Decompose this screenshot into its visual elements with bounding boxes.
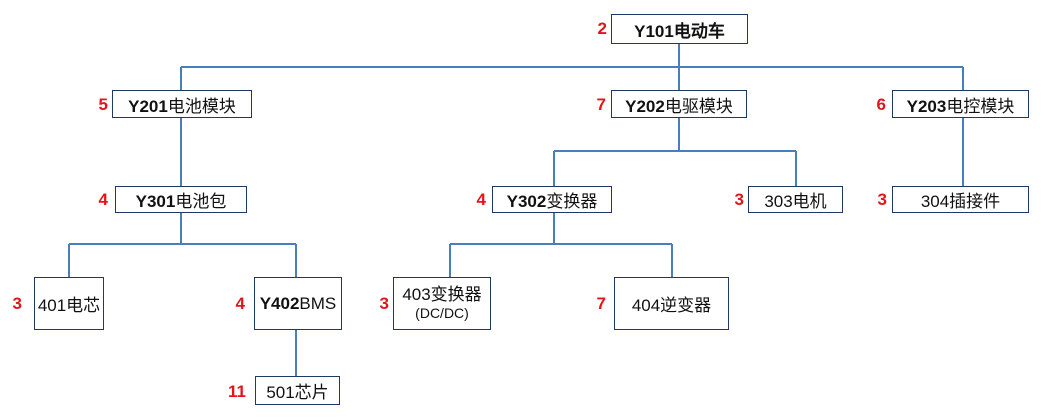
node-403[interactable]: 403变换器 (DC/DC) [393,277,491,330]
node-label: 304插接件 [920,192,1001,211]
node-name: 电动车 [673,21,725,41]
node-label: 404逆变器 [631,296,712,315]
count-304: 3 [877,190,887,209]
count-y402: 4 [235,294,245,313]
node-code: Y302 [506,192,547,211]
count-303: 3 [734,190,744,209]
count-y203: 6 [876,95,886,114]
node-name: 电池模块 [167,96,236,116]
node-name: 电池包 [175,192,227,211]
node-label: 303电机 [764,192,827,211]
node-y302[interactable]: Y302变换器 [492,186,612,213]
node-303[interactable]: 303电机 [748,186,843,213]
count-404: 7 [596,294,606,313]
node-code: Y202 [625,96,665,116]
node-name: BMS [299,293,337,313]
node-code: Y402 [259,293,300,313]
node-name: 变换器 [546,192,598,211]
count-y101: 2 [597,19,607,38]
node-y101[interactable]: Y101电动车 [611,14,748,44]
node-label: 403变换器 [402,284,482,304]
count-y202: 7 [596,95,606,114]
count-y302: 4 [476,190,486,209]
node-name: 电驱模块 [664,96,733,116]
count-y201: 5 [98,95,108,114]
count-403: 3 [379,294,389,313]
node-404[interactable]: 404逆变器 [614,277,729,330]
node-code: Y101 [634,21,674,41]
node-label: 401电芯 [37,296,101,315]
node-y202[interactable]: Y202电驱模块 [611,90,747,118]
node-code: Y203 [906,96,947,116]
node-401[interactable]: 401电芯 [34,277,104,330]
node-code: Y301 [135,192,176,211]
node-501[interactable]: 501芯片 [255,376,340,405]
node-y301[interactable]: Y301电池包 [115,186,247,213]
count-y301: 4 [98,190,108,209]
count-501: 11 [228,382,246,401]
count-401: 3 [12,294,22,313]
node-y201[interactable]: Y201电池模块 [112,90,252,118]
node-name: 电控模块 [946,96,1015,116]
node-sublabel: (DC/DC) [415,305,469,322]
node-304[interactable]: 304插接件 [892,186,1029,213]
node-label: 501芯片 [266,383,329,402]
node-y203[interactable]: Y203电控模块 [892,90,1029,118]
node-y402[interactable]: Y402BMS [254,277,342,330]
node-code: Y201 [128,96,168,116]
